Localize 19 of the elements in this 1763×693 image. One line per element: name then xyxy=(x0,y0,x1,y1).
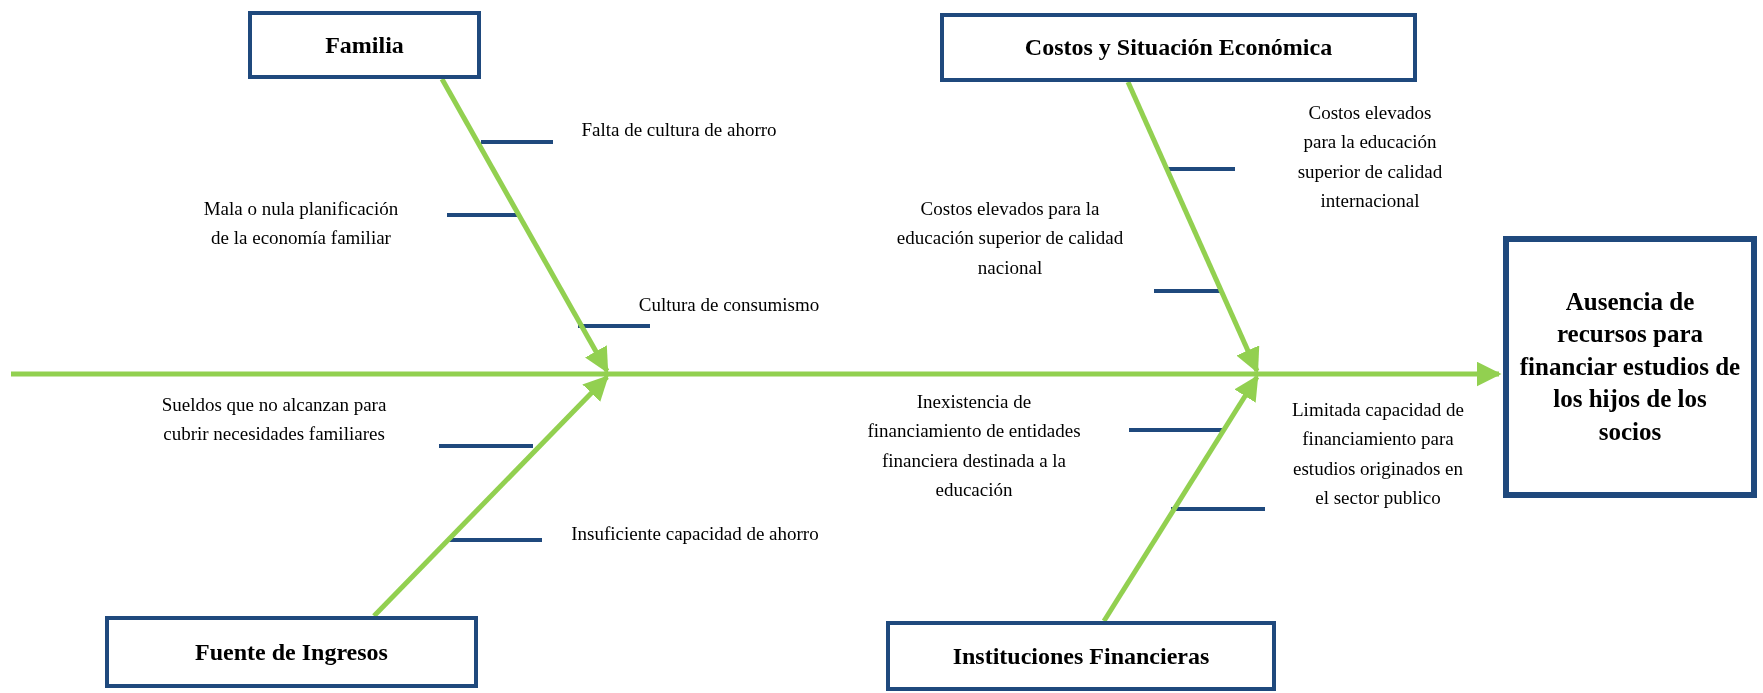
arrow xyxy=(439,77,610,374)
cause-text: Mala o nula planificación de la economía familiar xyxy=(202,197,400,251)
cause-text: Cultura de consumismo xyxy=(637,293,821,317)
category-box: Costos y Situación Económica xyxy=(940,13,1417,82)
effect-box: Ausencia de recursos para financiar estudios de los hijos de los socios xyxy=(1503,236,1757,498)
category-box: Familia xyxy=(248,11,481,79)
cause-text: Insuficiente capacidad de ahorro xyxy=(570,522,820,546)
cause-text: Limitada capacidad de financiamiento para estudios originados en el sector publico xyxy=(1291,398,1465,511)
cause-text: Costos elevados para la educación superior de calidad nacional xyxy=(895,197,1125,280)
arrow xyxy=(372,375,609,618)
cause-text: Falta de cultura de ahorro xyxy=(580,118,778,142)
arrow xyxy=(11,361,1502,387)
category-box: Fuente de Ingresos xyxy=(105,616,478,688)
cause-text: Sueldos que no alcanzan para cubrir necesidades familiares xyxy=(160,393,388,447)
arrow xyxy=(1101,374,1260,623)
cause-text: Inexistencia de financiamiento de entidades financiera destinada a la educación xyxy=(866,390,1082,503)
arrow xyxy=(1125,80,1260,374)
cause-text: Costos elevados para la educación superior de calidad internacional xyxy=(1296,101,1444,214)
category-box: Instituciones Financieras xyxy=(886,621,1276,691)
